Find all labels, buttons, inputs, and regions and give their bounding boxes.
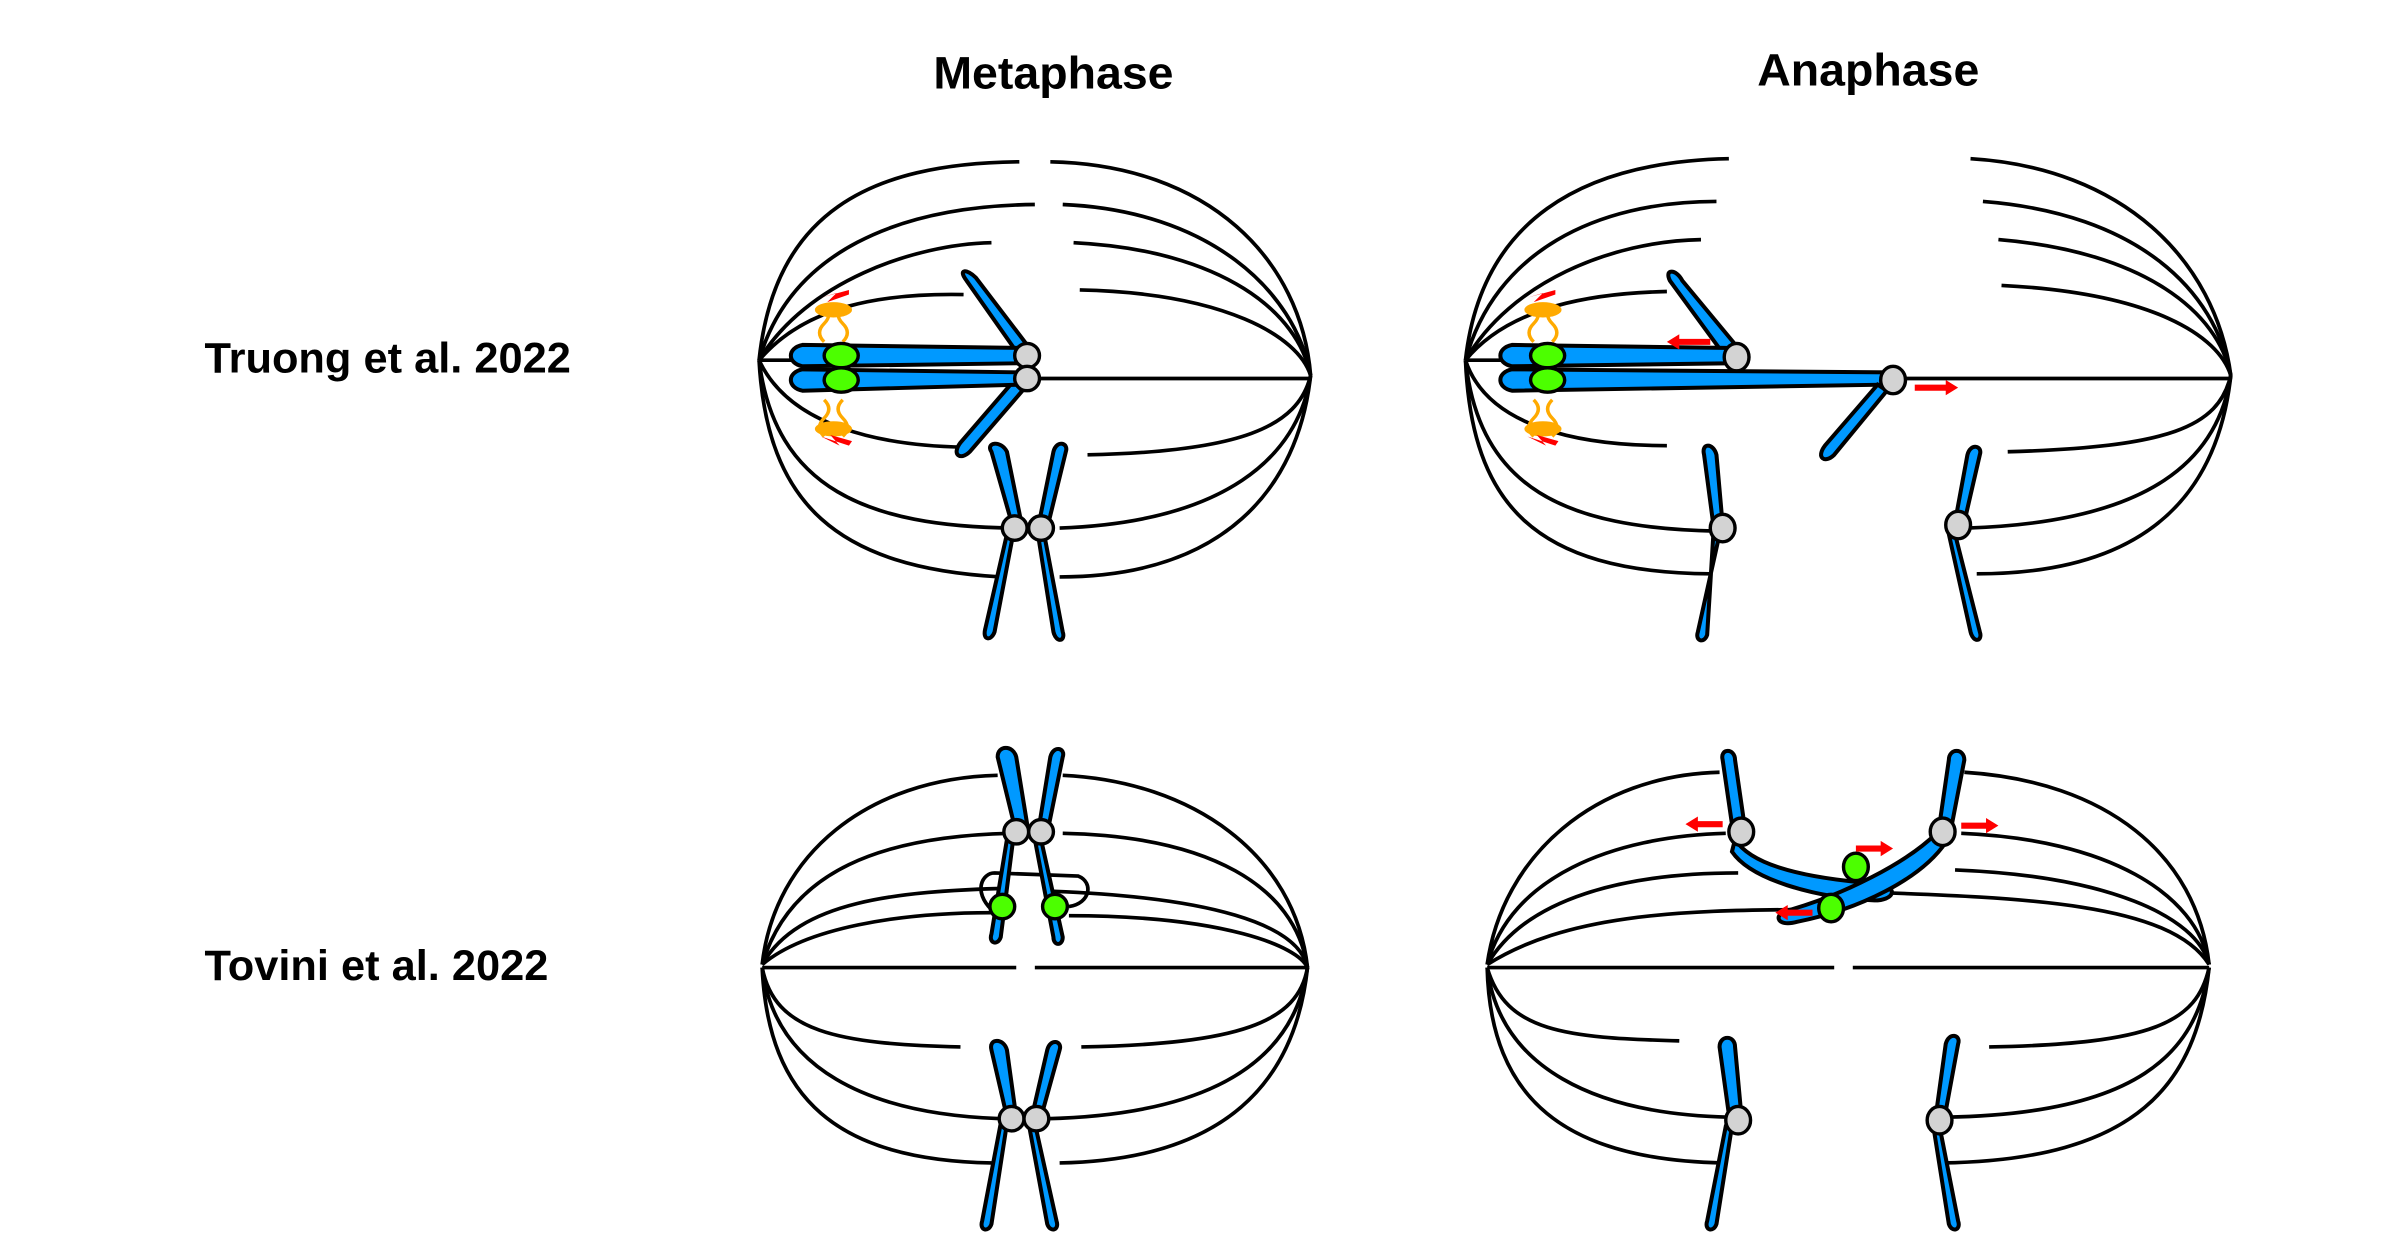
cohesin-anchor [814,421,853,437]
centromere [1724,1104,1753,1136]
kinetochore [1817,892,1846,924]
column-header-metaphase: Metaphase [933,47,1173,99]
centromere [997,1104,1026,1133]
centromeres [1708,341,1973,544]
cohesin-anchor [814,302,853,318]
arrow-left-icon [1527,434,1559,446]
centromere [1878,364,1908,396]
chromosomes [1498,269,1983,643]
arrow-right-icon [1914,380,1959,396]
centromere [1727,816,1756,848]
arrow-left-icon [1527,289,1556,303]
arrow-left-icon [821,434,853,446]
centromeres [1724,816,1957,1136]
centromere [1928,816,1957,848]
centromere [1925,1104,1954,1136]
kinetochore [822,366,860,394]
force-arrows [1527,289,1959,446]
panel-truong-anaphase [1463,156,2233,643]
centromere [1022,1104,1051,1133]
kinetochores [1817,851,1870,924]
kinetochores [1528,341,1567,394]
centromere [1026,514,1056,542]
arrow-left-icon [821,289,849,303]
centromere [1012,364,1042,393]
row-label-truong: Truong et al. 2022 [204,335,570,383]
chromosomes [979,745,1066,1232]
centromere [1722,341,1751,373]
spindle-microtubules [757,159,1313,579]
spindle-microtubules [1463,156,2233,576]
centromere [1012,341,1042,370]
column-header-anaphase: Anaphase [1757,44,1979,96]
panel-tovini-anaphase [1485,748,2211,1232]
centromeres [997,817,1056,1133]
cohesin-chains [1524,302,1562,438]
cohesin-chains [814,302,853,438]
chromosomes [788,269,1069,642]
kinetochores [988,892,1070,921]
panel-truong-metaphase [757,159,1313,642]
centromere [1000,514,1029,542]
kinetochore [822,341,860,370]
centromeres [1000,341,1056,542]
force-arrows [821,289,853,446]
kinetochores [822,341,860,394]
centromere [1002,817,1031,846]
kinetochore [1040,892,1070,921]
spindle-microtubules [760,773,1310,1165]
centromere [1026,817,1056,846]
arrow-right-icon [1961,818,1999,834]
kinetochore [1841,851,1870,883]
force-arrows [1685,816,1999,921]
arrow-left-icon [1685,816,1723,832]
arrow-right-icon [1855,840,1894,857]
panel-tovini-metaphase [760,745,1310,1232]
arrow-left-icon [1666,334,1711,350]
kinetochore [988,892,1017,921]
cohesin-anchor [1524,421,1562,437]
arrow-left-icon [1775,905,1813,921]
centromere [1708,512,1737,544]
kinetochore [1528,366,1567,394]
spindle-microtubules [1485,770,2211,1165]
kinetochore [1528,341,1567,370]
row-label-tovini: Tovini et al. 2022 [204,942,548,990]
cohesin-anchor [1524,302,1562,318]
centromere [1944,509,1973,541]
